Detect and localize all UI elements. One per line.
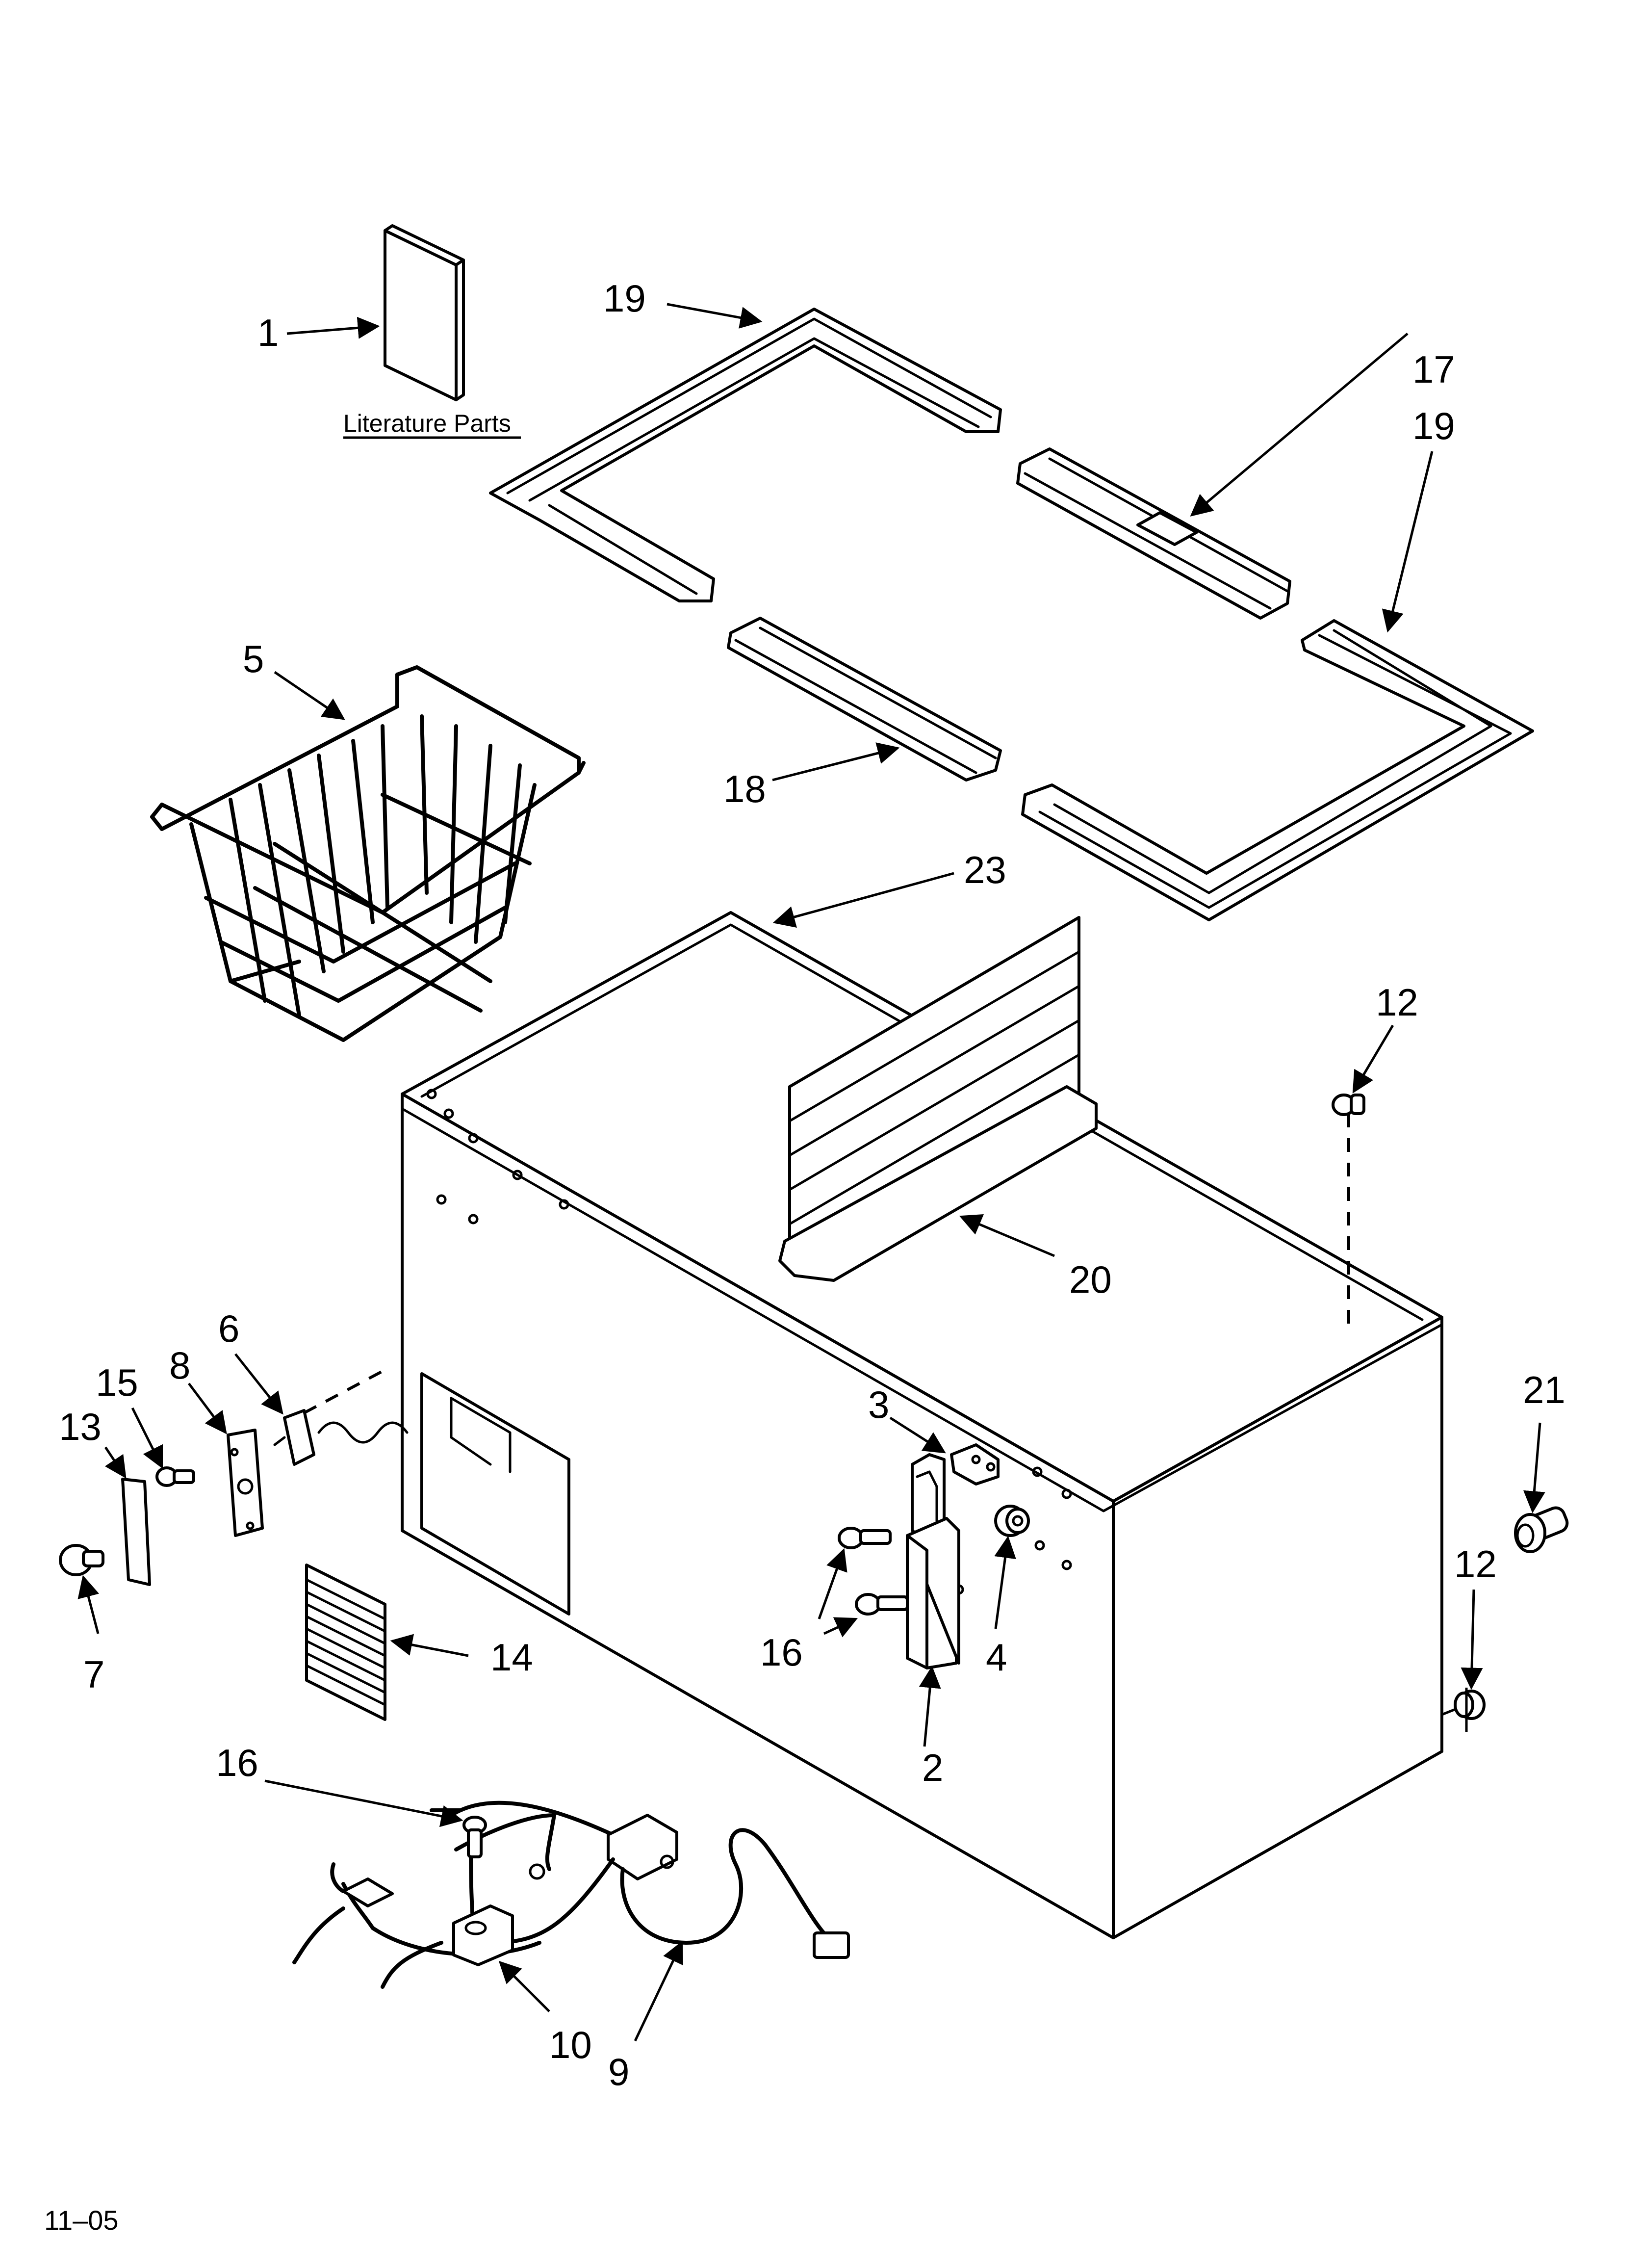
hinge-screw-lower [855, 1593, 909, 1616]
callout-14: 14 [490, 1636, 533, 1679]
callout-5: 5 [243, 637, 264, 680]
gasket-section-front [1016, 447, 1291, 620]
wire-basket [150, 665, 586, 1042]
callout-13: 13 [59, 1405, 102, 1448]
callout-3: 3 [868, 1383, 889, 1426]
callout-6: 6 [218, 1307, 239, 1350]
gasket-section-lower [1021, 619, 1534, 921]
footer-code: 11–05 [44, 2205, 119, 2236]
callout-8: 8 [169, 1344, 190, 1387]
cabinet-divider [778, 916, 1098, 1282]
drain-plug-bottom [1440, 1690, 1486, 1720]
callout-16-hinge: 16 [760, 1631, 803, 1674]
gasket-section-upper [489, 308, 1002, 602]
control-bracket [227, 1429, 264, 1537]
callout-21: 21 [1523, 1368, 1565, 1411]
thermostat-assembly [59, 1370, 409, 1586]
callout-7: 7 [83, 1653, 104, 1696]
callout-numbers: 1 2 3 4 5 6 7 8 9 10 12 12 13 14 15 16 1… [59, 277, 1565, 2093]
callout-1: 1 [257, 311, 279, 354]
callout-12-top: 12 [1376, 981, 1418, 1024]
literature-parts-booklet [384, 224, 465, 401]
literature-parts-label: Literature Parts [343, 410, 511, 437]
callout-15: 15 [96, 1361, 138, 1404]
hinge-nut [994, 1505, 1030, 1537]
callout-19-lower: 19 [1412, 404, 1455, 447]
callout-2: 2 [922, 1746, 943, 1789]
callout-4: 4 [986, 1636, 1007, 1679]
hinge-screw-upper [838, 1527, 892, 1549]
callout-10: 10 [549, 2023, 592, 2066]
callout-9: 9 [608, 2050, 629, 2093]
harness-clamp [452, 1904, 514, 1966]
wiring-harness [292, 1800, 850, 1989]
hinge-assembly [838, 1443, 1030, 1669]
callout-18: 18 [723, 767, 766, 810]
callout-19-upper: 19 [603, 277, 646, 320]
drain-plug-top [1332, 1094, 1365, 1325]
callout-20: 20 [1069, 1258, 1112, 1301]
callout-12-bottom: 12 [1454, 1542, 1497, 1586]
harness-screw [462, 1816, 487, 1858]
temperature-label [121, 1478, 151, 1586]
gasket-section-center [727, 617, 1002, 782]
bracket-screw [155, 1466, 195, 1487]
callout-23: 23 [964, 848, 1006, 891]
vent-grille [305, 1564, 386, 1721]
callout-17: 17 [1412, 348, 1455, 391]
leader-lines [77, 303, 1545, 2042]
drain-fitting [1514, 1506, 1569, 1553]
thermostat-knob [59, 1544, 104, 1576]
callout-16-harness: 16 [216, 1741, 258, 1784]
